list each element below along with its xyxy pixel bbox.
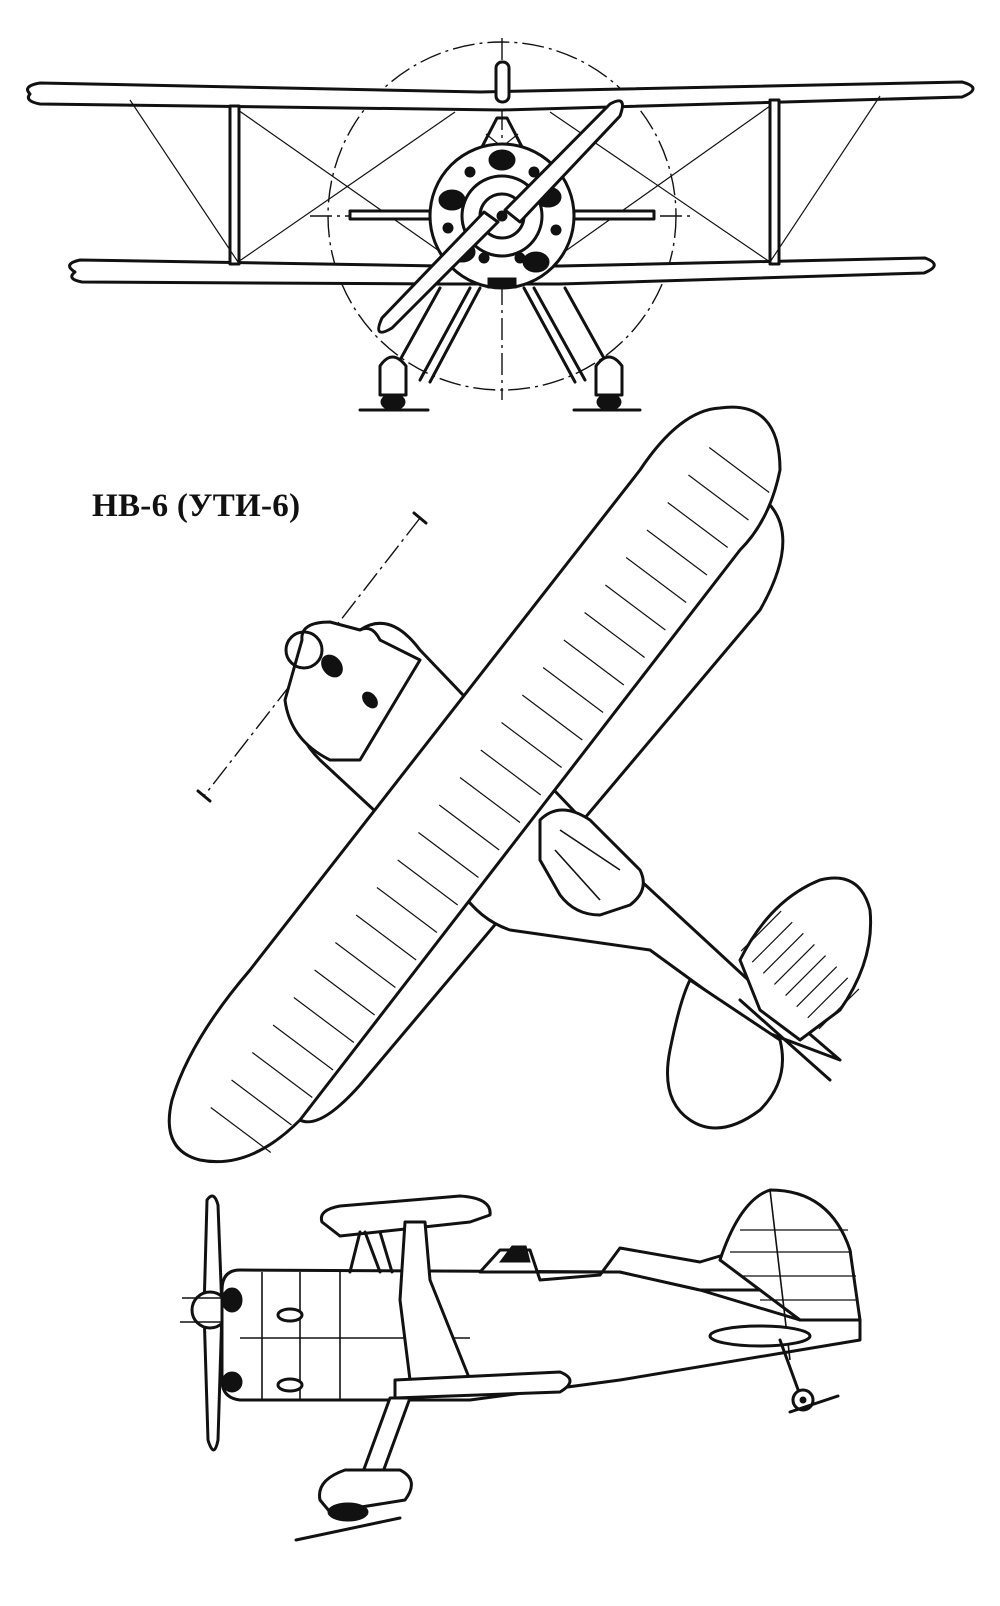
top-cockpit	[538, 808, 645, 917]
wing-rib	[335, 942, 396, 988]
bracing-wires	[129, 95, 881, 263]
side-fuselage	[220, 1268, 862, 1402]
tail-rib	[740, 910, 782, 952]
wing-rib	[605, 584, 666, 631]
wing-rib	[625, 557, 687, 603]
side-vertical-tail	[718, 1188, 862, 1322]
wing-rib	[646, 529, 708, 576]
front-left-strut	[228, 104, 241, 266]
wing-rib	[667, 502, 729, 548]
top-horizontal-stabilizer	[738, 876, 873, 1042]
front-propeller-blade-upper	[503, 99, 624, 224]
side-lower-wing	[393, 1370, 572, 1400]
wing-rib	[293, 997, 355, 1043]
wing-rib	[376, 887, 438, 933]
wing-rib	[397, 859, 459, 906]
tail-ribs	[740, 910, 860, 1030]
tail-rib	[774, 944, 815, 985]
tail-rib	[751, 921, 793, 963]
front-right-strut	[768, 98, 781, 266]
tail-rib	[807, 977, 849, 1019]
front-cabane	[468, 116, 536, 172]
tail-rib	[818, 988, 860, 1030]
wing-rib	[688, 474, 749, 521]
front-landing-gear	[358, 286, 642, 412]
wing-rib	[501, 722, 562, 768]
wing-rib	[521, 694, 583, 741]
wing-rib	[231, 1079, 292, 1126]
tail-rib	[796, 966, 838, 1008]
top-upper-wing	[167, 405, 782, 1164]
top-view	[167, 405, 873, 1164]
side-upper-wing	[319, 1194, 492, 1238]
wing-rib	[563, 639, 625, 686]
side-view	[180, 1188, 862, 1542]
upper-wing-ribs	[210, 447, 770, 1153]
wing-rib	[210, 1107, 272, 1153]
wing-rib	[459, 777, 521, 823]
wing-rib	[418, 832, 479, 878]
wing-rib	[355, 914, 417, 961]
front-propeller-blade-lower	[377, 210, 500, 334]
wing-rib	[251, 1052, 313, 1098]
wing-rib	[272, 1024, 334, 1071]
top-engine-cowling	[283, 620, 422, 762]
wing-rib	[584, 612, 645, 658]
side-landing-gear	[358, 1396, 412, 1482]
fin-ribs	[730, 1229, 858, 1301]
side-stabilizer	[708, 1324, 812, 1348]
wing-rib	[314, 969, 375, 1016]
wing-rib	[438, 804, 500, 851]
front-view	[26, 38, 975, 412]
wing-rib	[708, 447, 770, 493]
top-elevator	[666, 978, 784, 1130]
wing-rib	[542, 667, 604, 713]
antenna-mast	[494, 60, 511, 104]
page-title: НВ-6 (УТИ-6)	[92, 488, 301, 524]
tail-rib	[785, 955, 826, 996]
wing-rib	[480, 749, 542, 796]
tail-rib	[762, 932, 804, 974]
